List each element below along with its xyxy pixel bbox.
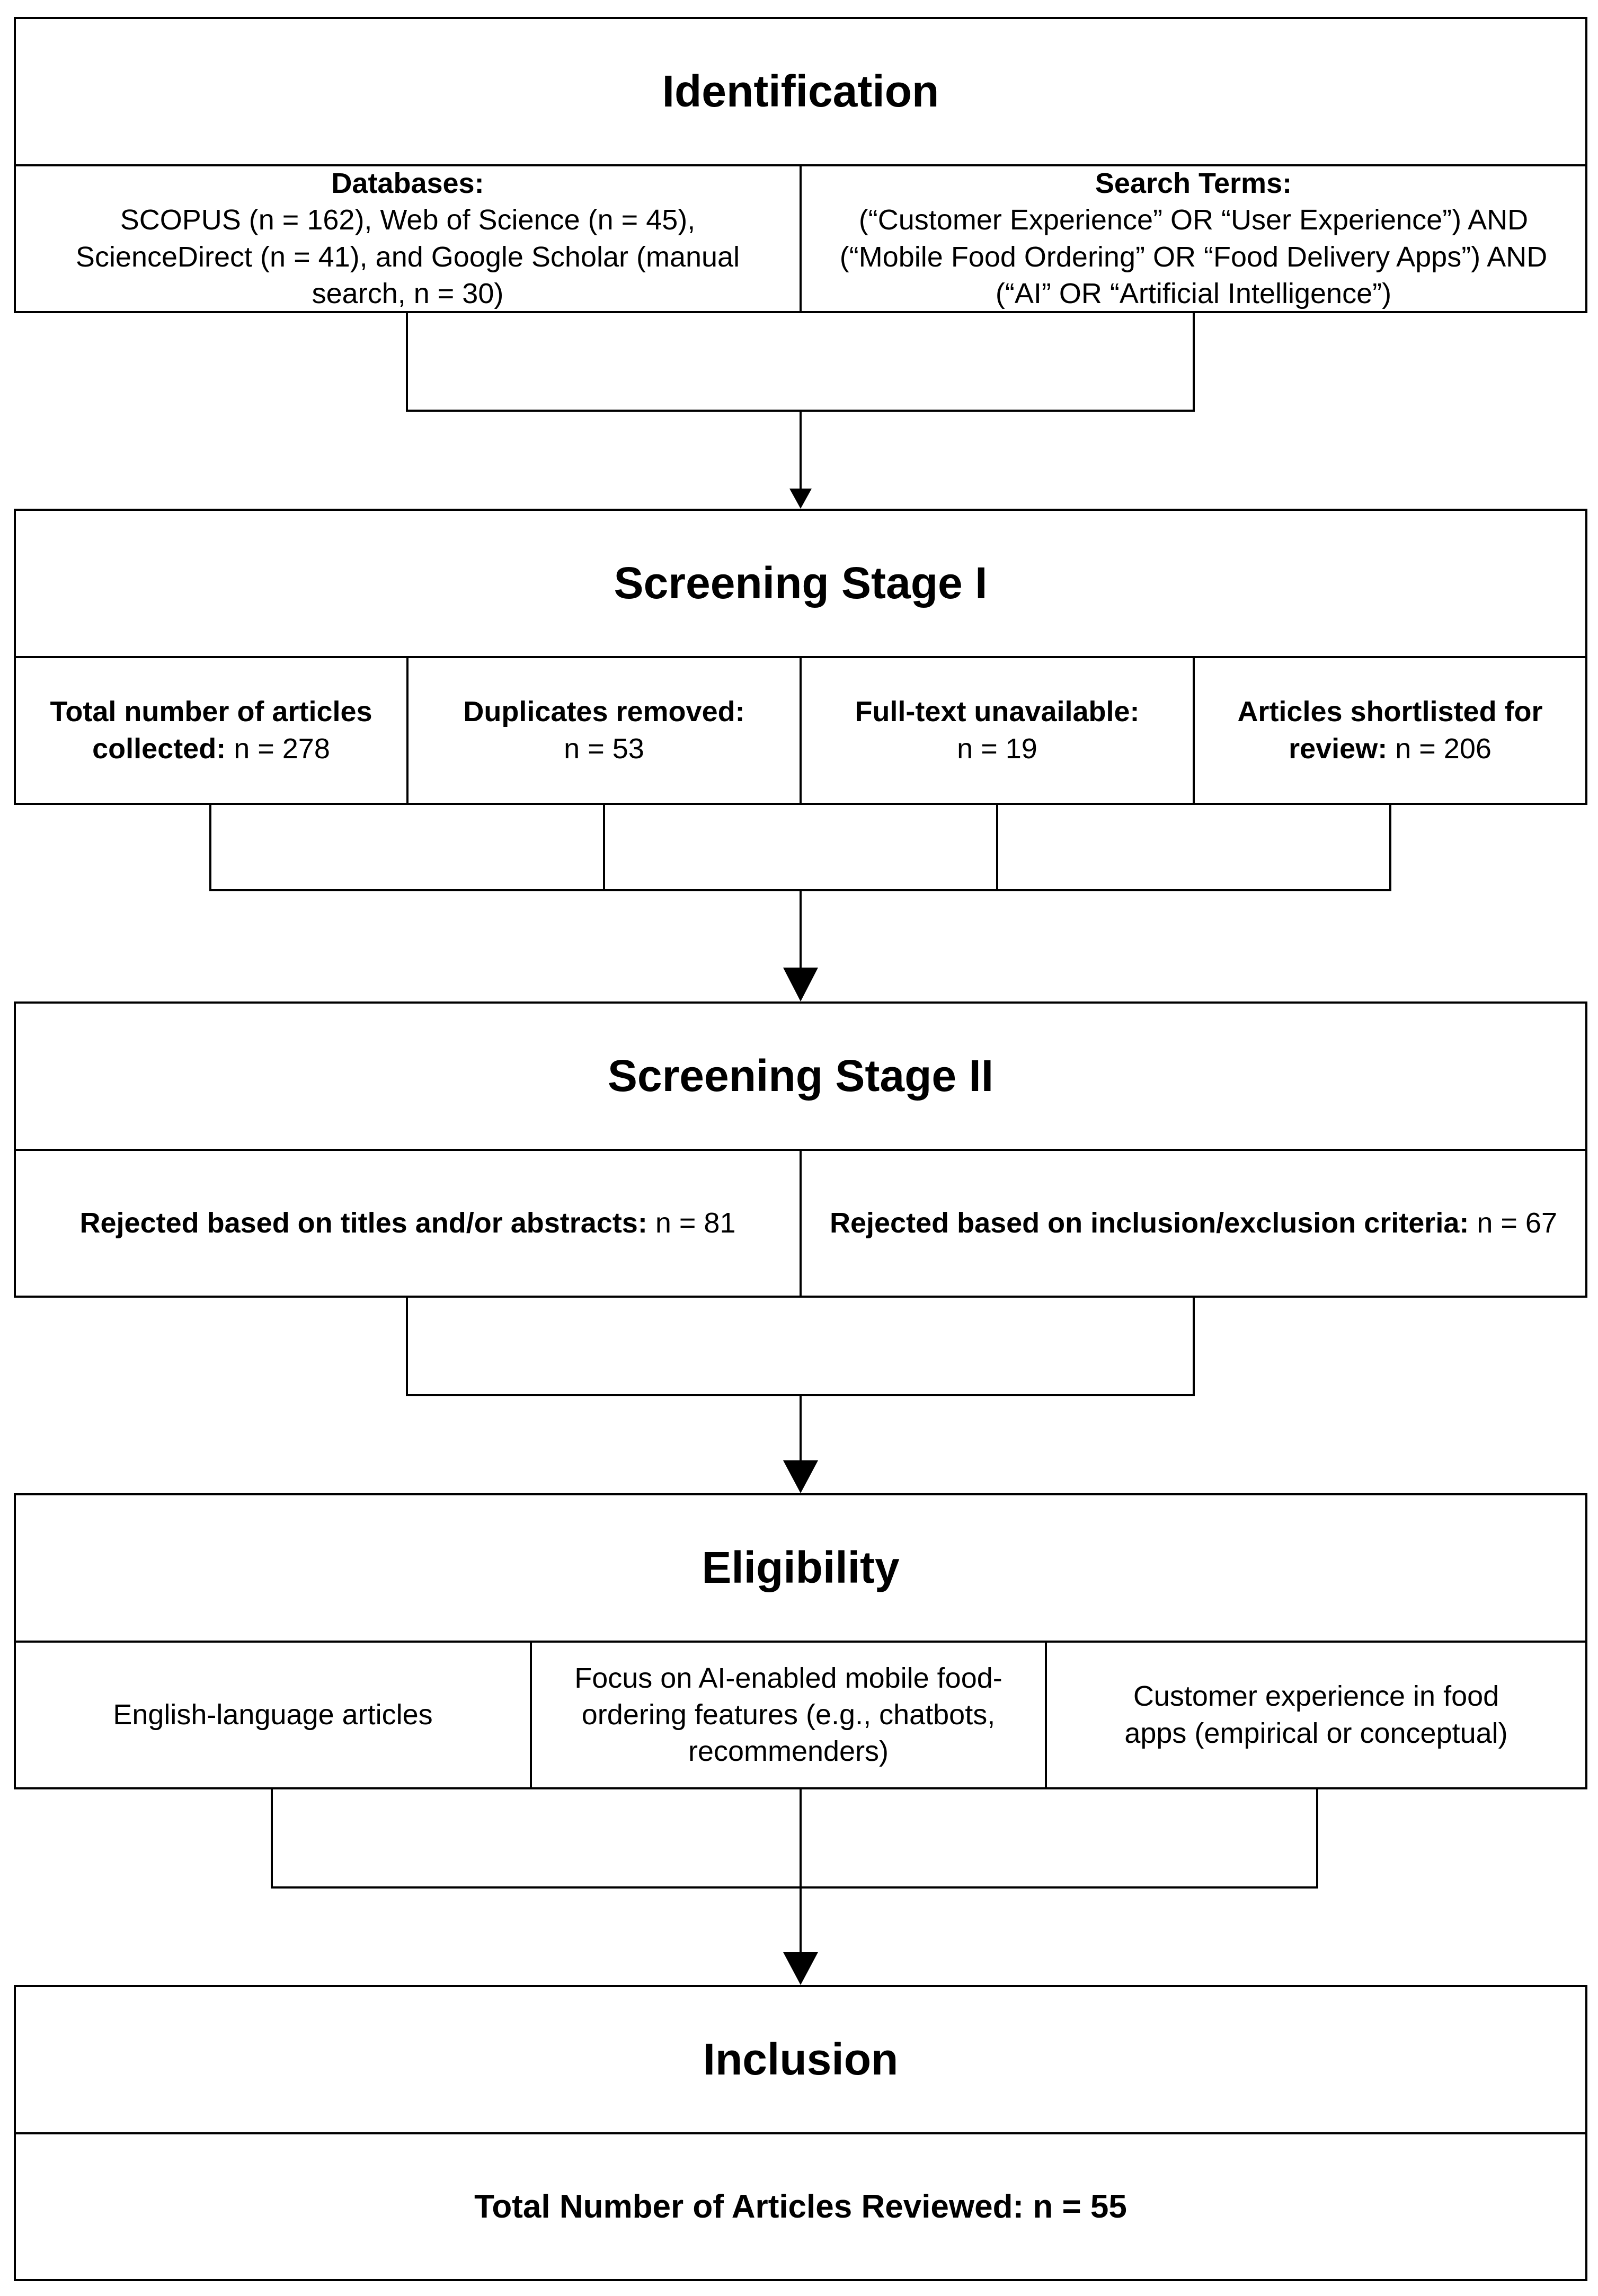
inclusion-final-count: Total Number of Articles Reviewed: n = 5… (474, 2188, 1127, 2225)
identification-title: Identification (662, 66, 939, 116)
divider (800, 656, 802, 805)
eligibility-focus-text: Focus on AI-enabled mobile food-ordering… (574, 1662, 1002, 1768)
arrowhead-icon (783, 1952, 818, 1985)
cell-value: n = 19 (957, 732, 1037, 765)
cell-value: n = 81 (655, 1207, 736, 1239)
divider (1045, 1641, 1047, 1789)
search-terms-label: Search Terms: (1095, 167, 1292, 200)
cell-label: Duplicates removed: (463, 696, 745, 728)
databases-label: Databases: (331, 167, 484, 200)
screening1-connector (209, 805, 1391, 891)
databases-cell: Databases: SCOPUS (n = 162), Web of Scie… (16, 166, 800, 311)
cell-value: n = 278 (234, 732, 330, 765)
divider (1193, 656, 1195, 805)
cell-label: Rejected based on titles and/or abstract… (79, 1207, 647, 1239)
search-terms-line: (“AI” OR “Artificial Intelligence”) (995, 277, 1392, 309)
divider (14, 2132, 1587, 2134)
cell-label: Rejected based on inclusion/exclusion cr… (829, 1207, 1469, 1239)
cell-value: n = 67 (1477, 1207, 1557, 1239)
screening2-connector (406, 1298, 1195, 1396)
cell-value: n = 53 (564, 732, 644, 765)
screening-stage-1-title: Screening Stage I (614, 557, 988, 608)
screening2-cell-criteria: Rejected based on inclusion/exclusion cr… (802, 1151, 1585, 1296)
screening2-cell-titles: Rejected based on titles and/or abstract… (16, 1151, 800, 1296)
divider (530, 1641, 532, 1789)
inclusion-title: Inclusion (703, 2034, 899, 2084)
arrowhead-icon (783, 1460, 818, 1493)
cell-value: n = 206 (1395, 732, 1492, 765)
cell-label: Articles shortlisted for review: (1237, 696, 1543, 765)
cell-label: Full-text unavailable: (855, 696, 1140, 728)
screening-stage-2-title: Screening Stage II (607, 1050, 994, 1101)
eligibility-experience-text: Customer experience in food apps (empiri… (1124, 1680, 1508, 1749)
divider (800, 1149, 802, 1298)
divider (406, 656, 409, 805)
screening1-cell-total: Total number of articles collected: n = … (16, 658, 406, 803)
search-terms-line: (“Mobile Food Ordering” OR “Food Deliver… (839, 241, 1548, 273)
eligibility-cell-experience: Customer experience in food apps (empiri… (1047, 1643, 1585, 1787)
arrowhead-icon (783, 968, 818, 1001)
cell-label: Total number of articles collected: (50, 696, 372, 765)
divider (800, 164, 802, 313)
search-terms-cell: Search Terms: (“Customer Experience” OR … (802, 166, 1585, 311)
eligibility-cell-language: English-language articles (113, 1698, 433, 1731)
identification-connector (406, 313, 1195, 412)
eligibility-title: Eligibility (702, 1542, 900, 1592)
eligibility-cell-focus: Focus on AI-enabled mobile food-ordering… (532, 1643, 1045, 1787)
search-terms-line: (“Customer Experience” OR “User Experien… (858, 204, 1529, 236)
databases-text: SCOPUS (n = 162), Web of Science (n = 45… (75, 204, 740, 309)
screening1-cell-shortlisted: Articles shortlisted for review: n = 206 (1195, 658, 1585, 803)
arrowhead-icon (789, 489, 812, 509)
screening1-cell-duplicates: Duplicates removed: n = 53 (409, 658, 800, 803)
divider (14, 1641, 1587, 1643)
eligibility-connector (271, 1789, 1318, 1889)
screening1-cell-fulltext: Full-text unavailable: n = 19 (802, 658, 1193, 803)
